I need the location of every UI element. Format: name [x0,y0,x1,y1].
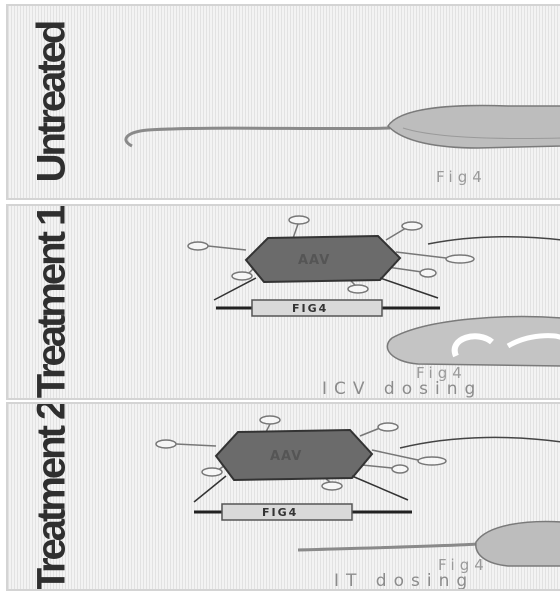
panel-untreated: Untreated Fig4 [6,4,560,200]
aav-label: AAV [298,253,330,268]
mouse-body [388,106,560,148]
delivery-arrow [400,437,560,448]
it-dosing-label: IT dosing [334,571,474,589]
mouse-genotype-label: Fig4 [436,168,487,186]
fig4-gene-label: FIG4 [262,506,298,519]
delivery-arrow [428,237,560,244]
untreated-illustration: Fig4 [8,6,560,198]
mouse-tail [126,128,390,146]
mouse-tail [298,544,478,550]
panel-treatment-2: Treatment 2 AAV FIG4 Fig4 IT dosing [6,402,560,591]
treatment-2-illustration: AAV FIG4 Fig4 IT dosing [8,404,560,589]
treatment-1-illustration: AAV FIG4 Fig4 ICV dosing [8,206,560,398]
aav-label: AAV [270,449,302,464]
panel-treatment-1: Treatment 1 AAV FIG4 Fig4 ICV dosing [6,204,560,400]
icv-dosing-label: ICV dosing [322,379,482,398]
fig4-gene-label: FIG4 [292,302,328,315]
mouse-body [387,317,560,366]
